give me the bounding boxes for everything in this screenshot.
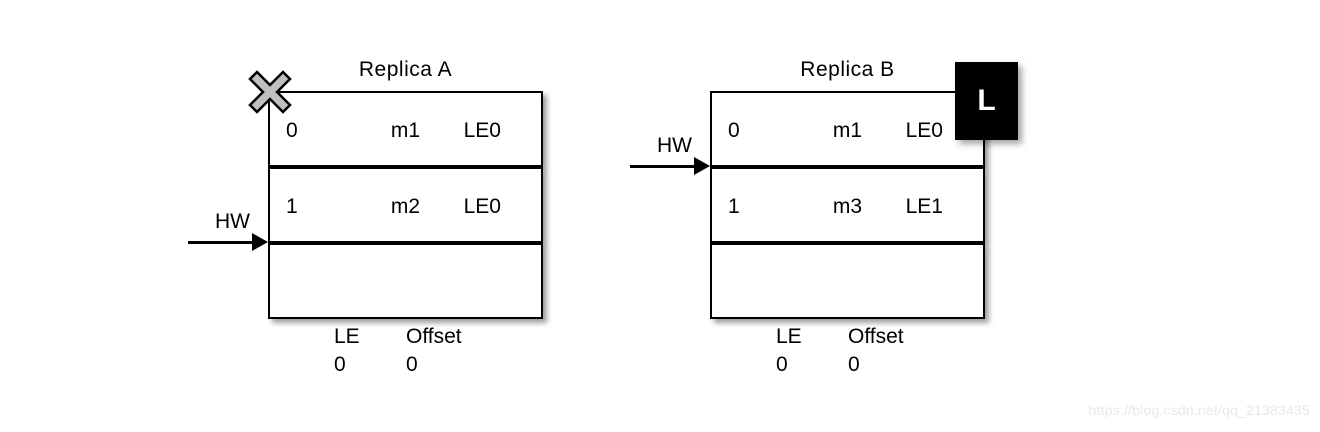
- replica-a-hw-label: HW: [215, 210, 250, 233]
- replica-a-legend-offset-value: 0: [406, 353, 418, 376]
- replica-b-group: Replica B 0 m1 LE0 1 m3 LE1 L HW: [630, 0, 1018, 432]
- replica-a-row-1-epoch: LE0: [463, 195, 501, 218]
- replica-b-legend-offset-value: 0: [848, 353, 860, 376]
- replica-b-row-1-epoch: LE1: [905, 195, 943, 218]
- replica-a-group: Replica A 0 m1 LE0 1 m2 LE0: [188, 0, 543, 432]
- replica-b-hw-arrowhead: [694, 157, 710, 175]
- replica-b-legend-offset-label: Offset: [848, 325, 904, 348]
- replica-a-log-stack: 0 m1 LE0 1 m2 LE0: [268, 91, 543, 319]
- failure-x-icon: [248, 70, 292, 114]
- replica-a-hw-arrowhead: [252, 233, 268, 251]
- replica-a-legend-le-label: LE: [334, 325, 360, 348]
- replica-b-row-0-message: m1: [832, 119, 863, 142]
- replica-b-hw-line: [630, 165, 694, 168]
- replica-a-legend-le-value: 0: [334, 353, 346, 376]
- replica-b-row-1-offset: 1: [728, 195, 740, 218]
- leader-badge: L: [955, 62, 1018, 140]
- replica-a-row-0-message: m1: [390, 119, 421, 142]
- replica-a-row-1[interactable]: 1 m2 LE0: [268, 167, 543, 243]
- replica-b-row-1[interactable]: 1 m3 LE1: [710, 167, 985, 243]
- replica-a-row-1-offset: 1: [286, 195, 298, 218]
- replica-a-row-1-message: m2: [390, 195, 421, 218]
- replica-a-legend: LE Offset 0 0: [334, 325, 494, 395]
- replica-b-row-0-epoch: LE0: [905, 119, 943, 142]
- replica-b-row-0[interactable]: 0 m1 LE0: [710, 91, 985, 167]
- replica-a-row-0[interactable]: 0 m1 LE0: [268, 91, 543, 167]
- replica-b-legend-le-value: 0: [776, 353, 788, 376]
- replica-a-row-2[interactable]: [268, 243, 543, 319]
- replica-b-legend: LE Offset 0 0: [776, 325, 936, 395]
- replica-a-legend-offset-label: Offset: [406, 325, 462, 348]
- replica-b-log-stack: 0 m1 LE0 1 m3 LE1: [710, 91, 985, 319]
- replica-a-row-0-offset: 0: [286, 119, 298, 142]
- replica-b-hw-label: HW: [657, 134, 692, 157]
- replica-a-title: Replica A: [358, 58, 453, 81]
- replica-a-row-0-epoch: LE0: [463, 119, 501, 142]
- replica-b-legend-le-label: LE: [776, 325, 802, 348]
- replica-b-title: Replica B: [800, 58, 895, 81]
- replica-a-hw-line: [188, 241, 252, 244]
- replica-b-row-0-offset: 0: [728, 119, 740, 142]
- watermark: https://blog.csdn.net/qq_21383435: [1088, 402, 1310, 418]
- replica-b-row-1-message: m3: [832, 195, 863, 218]
- replica-b-row-2[interactable]: [710, 243, 985, 319]
